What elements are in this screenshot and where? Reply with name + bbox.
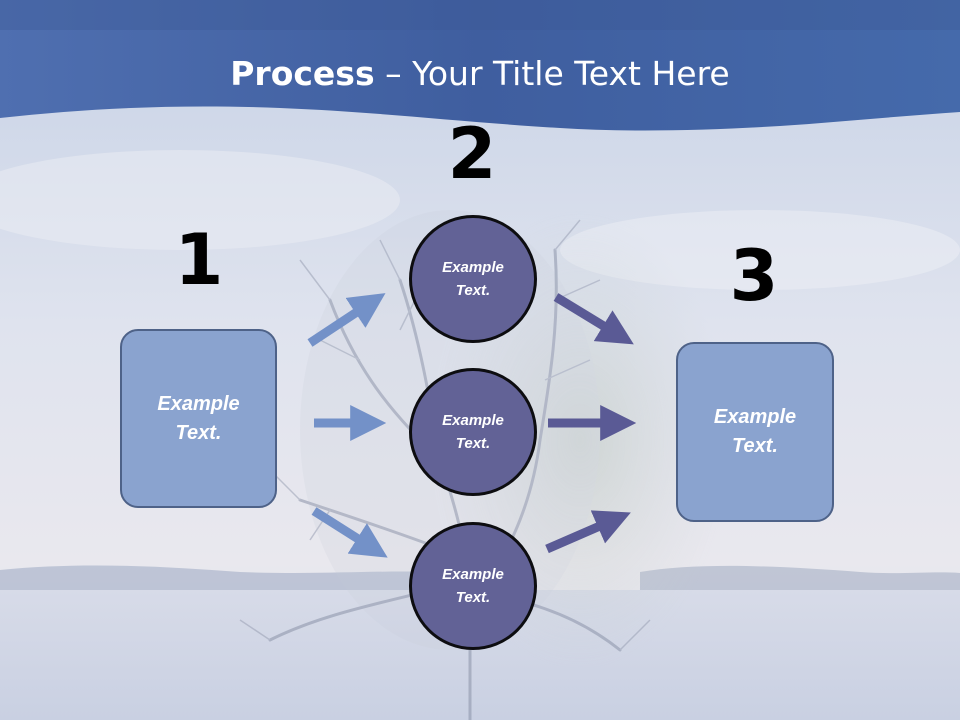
title-rest: Your Title Text Here [412, 54, 730, 93]
step-2-circle-middle: Example Text. [409, 368, 537, 496]
step-2-circle-bottom-text: Example Text. [442, 566, 504, 606]
step-3-box: Example Text. [676, 342, 834, 522]
step-2-circle-top-text: Example Text. [442, 259, 504, 299]
title-bold: Process [230, 54, 375, 93]
step-2-circle-top: Example Text. [409, 215, 537, 343]
step-1-box-text: Example Text. [157, 392, 240, 444]
step-number-2: 2 [447, 113, 497, 195]
step-number-3: 3 [729, 235, 779, 317]
step-3-box-text: Example Text. [713, 406, 797, 457]
step-number-1: 1 [174, 219, 224, 301]
title-dash: – [385, 54, 402, 93]
step-1-box: Example Text. [120, 329, 277, 508]
slide-title: Process – Your Title Text Here [0, 52, 960, 96]
step-2-circle-middle-text: Example Text. [442, 412, 504, 452]
step-2-circle-bottom: Example Text. [409, 522, 537, 650]
